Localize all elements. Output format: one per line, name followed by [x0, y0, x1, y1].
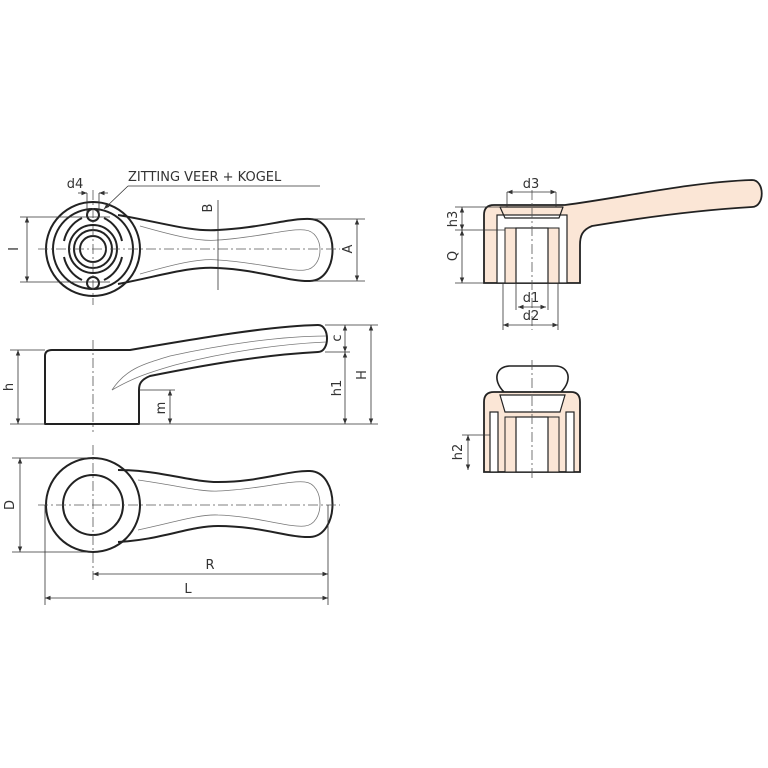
section-view: d3 h3 Q d1 d2	[446, 177, 763, 330]
dim-B: B	[201, 204, 216, 213]
bottom-view: D R L	[3, 445, 340, 605]
side-view: h m c h1 H	[2, 324, 378, 432]
dim-A: A	[341, 244, 356, 253]
dim-h1: h1	[330, 380, 345, 397]
section-view-spring: h2	[451, 360, 581, 480]
dim-H: H	[355, 370, 370, 380]
dim-h3: h3	[446, 211, 461, 228]
dim-m: m	[154, 402, 169, 415]
dim-d2: d2	[523, 309, 540, 324]
dim-I: I	[7, 247, 22, 251]
dim-D: D	[3, 500, 18, 510]
dim-d3: d3	[523, 177, 540, 192]
dim-L: L	[184, 582, 192, 597]
dim-d4: d4	[67, 177, 84, 192]
dim-R: R	[205, 558, 214, 573]
top-view: I A B d4 ZITTING VEER + KOGEL	[7, 170, 365, 305]
dim-c: c	[330, 334, 345, 341]
dim-h2: h2	[451, 444, 466, 461]
dim-h: h	[2, 383, 17, 391]
annotation-spring-ball-seat: ZITTING VEER + KOGEL	[128, 170, 282, 185]
dim-Q: Q	[446, 251, 461, 261]
dim-d1: d1	[523, 291, 540, 306]
